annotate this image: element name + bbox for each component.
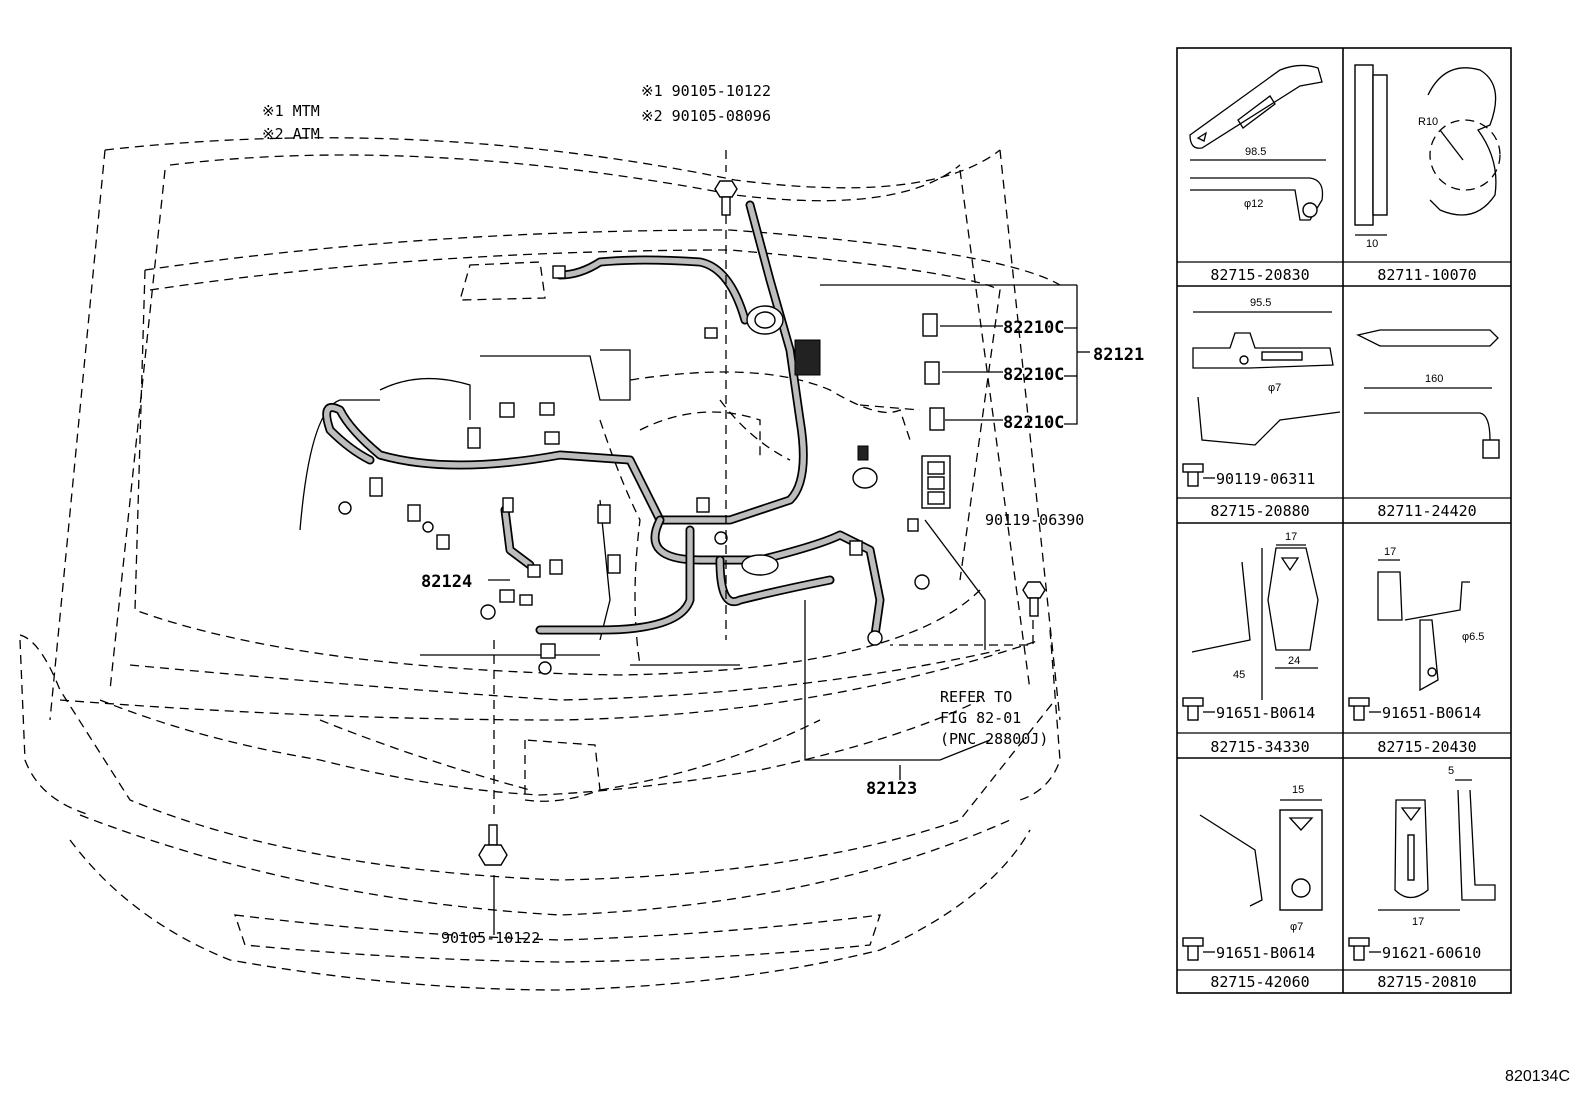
- main-harness-label: 82121: [1093, 345, 1144, 365]
- part-number-82715-20880: 82715-20880: [1210, 502, 1309, 520]
- relay-label-b: 82210C: [1003, 365, 1064, 385]
- refer-note-line2: FIG 82-01: [940, 709, 1021, 727]
- refer-note-line1: REFER TO: [940, 688, 1012, 706]
- legend-item-atm: ※2 ATM: [262, 125, 320, 143]
- part-number-82715-20830: 82715-20830: [1210, 266, 1309, 284]
- cell-82715-20830: 98.5 φ12 82715-20830: [1189, 64, 1326, 284]
- refer-note-line3: (PNC 28800J): [940, 730, 1048, 748]
- dim-10: 10: [1366, 238, 1378, 250]
- relay-label-c: 82210C: [1003, 413, 1064, 433]
- top-bolt-label-mtm: ※1 90105-10122: [641, 82, 771, 100]
- leader-lines: [488, 150, 1090, 935]
- dim-phi-6-5: φ6.5: [1462, 631, 1484, 643]
- cell-82715-20430: 17 φ6.5 91651-B0614 82715-20430: [1348, 546, 1484, 756]
- cell-82715-20810: 5 17 91621-60610 82715-20810: [1348, 765, 1496, 991]
- dim-5: 5: [1448, 765, 1454, 777]
- dim-15: 15: [1292, 784, 1304, 796]
- callouts: ※1 90105-10122 ※2 90105-08096 82210C 822…: [421, 82, 1144, 947]
- dim-24: 24: [1288, 655, 1300, 667]
- wire-harness-82121: [322, 200, 951, 675]
- part-number-82715-42060: 82715-42060: [1210, 973, 1309, 991]
- dim-17-b: 17: [1384, 546, 1396, 558]
- dim-95-5: 95.5: [1250, 297, 1271, 309]
- bolt-91651-b0614-c: 91651-B0614: [1216, 944, 1315, 962]
- parts-table: 98.5 φ12 82715-20830 R10 10 82711-10070 …: [1176, 47, 1512, 994]
- ground-bolt-label: 90119-06390: [985, 511, 1084, 529]
- dim-45: 45: [1233, 669, 1245, 681]
- bolt-icon: [478, 180, 1046, 866]
- bolt-91651-b0614-a: 91651-B0614: [1216, 704, 1315, 722]
- part-number-82711-24420: 82711-24420: [1377, 502, 1476, 520]
- bolt-90119-06311: 90119-06311: [1216, 470, 1315, 488]
- dim-98-5: 98.5: [1245, 146, 1266, 158]
- vehicle-outline: [19, 137, 1061, 991]
- legend-item-mtm: ※1 MTM: [262, 102, 320, 120]
- bolt-91621-60610: 91621-60610: [1382, 944, 1481, 962]
- front-bolt-label: 90105-10122: [441, 929, 540, 947]
- cell-82711-10070: R10 10 82711-10070: [1354, 64, 1501, 284]
- top-bolt-label-atm: ※2 90105-08096: [641, 107, 771, 125]
- part-number-82715-20430: 82715-20430: [1377, 738, 1476, 756]
- sub-harness-label: 82124: [421, 572, 472, 592]
- bolt-91651-b0614-b: 91651-B0614: [1382, 704, 1481, 722]
- dim-phi-12: φ12: [1244, 198, 1263, 210]
- dim-r10: R10: [1418, 116, 1438, 128]
- cell-82715-42060: 15 φ7 91651-B0614 82715-42060: [1182, 784, 1323, 991]
- figure-code: 820134C: [1505, 1068, 1570, 1085]
- legend: ※1 MTM ※2 ATM: [262, 102, 320, 143]
- dim-160: 160: [1425, 373, 1443, 385]
- cell-82715-20880: 95.5 φ7 90119-06311 82715-20880: [1182, 297, 1341, 520]
- dim-phi-7-a: φ7: [1268, 382, 1281, 394]
- cell-82715-34330: 17 45 24 91651-B0614 82715-34330: [1182, 531, 1319, 756]
- dim-phi-7-b: φ7: [1290, 921, 1303, 933]
- part-number-82711-10070: 82711-10070: [1377, 266, 1476, 284]
- part-number-82715-34330: 82715-34330: [1210, 738, 1309, 756]
- part-number-82715-20810: 82715-20810: [1377, 973, 1476, 991]
- dim-17-a: 17: [1285, 531, 1297, 543]
- relay-label-a: 82210C: [1003, 318, 1064, 338]
- cell-82711-24420: 160 82711-24420: [1356, 329, 1500, 520]
- battery-cable-label: 82123: [866, 779, 917, 799]
- dim-17-c: 17: [1412, 916, 1424, 928]
